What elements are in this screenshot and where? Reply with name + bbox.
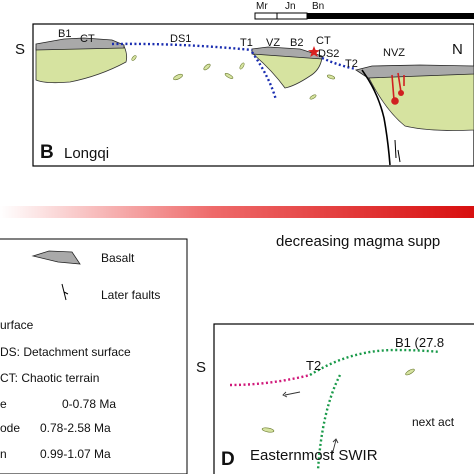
panel-d-note: next act xyxy=(412,415,455,429)
detachment-green-lower xyxy=(316,374,342,471)
legend-age-range-0: 0-0.78 Ma xyxy=(62,397,116,411)
panel-d-outcrops xyxy=(261,368,415,433)
label-t2: T2 xyxy=(345,58,358,70)
detachment-t1 xyxy=(251,51,278,101)
legend-basalt: Basalt xyxy=(101,251,135,265)
detachment-pink xyxy=(229,373,311,387)
gradient-caption: decreasing magma supp xyxy=(276,233,440,250)
legend-age-name-2: n xyxy=(0,447,7,461)
panel-d-letter: D xyxy=(221,449,235,470)
panel-d-b1: B1 (27.8 xyxy=(395,335,444,350)
basalt-cap-left xyxy=(35,37,125,51)
legend-frame xyxy=(0,238,188,474)
legend: Basalt Later faults urface DS: Detachmen… xyxy=(0,238,188,474)
label-ct-right: CT xyxy=(316,35,331,47)
seafloor-outcrops xyxy=(131,55,336,100)
legend-ct: CT: Chaotic terrain xyxy=(0,371,99,385)
legend-age-name-0: e xyxy=(0,397,7,411)
crust-block-left xyxy=(35,45,128,84)
label-ds2: DS2 xyxy=(318,48,339,60)
detachment-ds2 xyxy=(321,56,357,71)
timescale-mr: Mr xyxy=(256,1,268,12)
label-ds1: DS1 xyxy=(170,33,191,45)
legend-age-range-2: 0.99-1.07 Ma xyxy=(40,447,111,461)
movement-arrow-up-icon xyxy=(331,438,339,456)
magma-supply-gradient xyxy=(0,206,474,218)
timescale-bar: Mr Jn Bn xyxy=(254,1,474,20)
panel-d-title: Easternmost SWIR xyxy=(250,447,378,464)
panel-d: S T2 B1 (27.8 next act D Easternmost SWI… xyxy=(196,323,474,474)
legend-age-name-1: ode xyxy=(0,421,20,435)
legend-faults: Later faults xyxy=(101,288,160,302)
star-icon xyxy=(308,46,320,57)
label-b2: B2 xyxy=(290,37,303,49)
crust-block-center xyxy=(250,52,323,89)
panel-d-t2: T2 xyxy=(306,358,321,373)
fault-symbol-icon xyxy=(61,283,69,301)
timescale-bn: Bn xyxy=(312,1,324,12)
label-vz: VZ xyxy=(266,37,280,49)
label-t1: T1 xyxy=(240,37,253,49)
panel-b: S N B1 CT DS1 T1 VZ B2 CT DS2 T2 NVZ B L… xyxy=(15,23,474,167)
detachment-ds1 xyxy=(111,42,253,52)
legend-age-range-1: 0.78-2.58 Ma xyxy=(40,421,111,435)
basalt-swatch-icon xyxy=(31,250,81,265)
legend-ds: DS: Detachment surface xyxy=(0,345,131,359)
fault-arrow-icon xyxy=(394,139,401,163)
label-ct-left: CT xyxy=(80,33,95,45)
panel-d-south: S xyxy=(196,359,206,376)
panel-b-north: N xyxy=(452,41,463,58)
panel-b-south: S xyxy=(15,41,25,58)
panel-b-letter: B xyxy=(40,142,54,163)
legend-surface: urface xyxy=(0,318,34,332)
label-b1: B1 xyxy=(58,28,71,40)
movement-arrow-left-icon xyxy=(282,391,301,398)
label-nvz: NVZ xyxy=(383,47,405,59)
timescale-jn: Jn xyxy=(285,1,296,12)
panel-b-title: Longqi xyxy=(64,145,109,162)
panel-d-frame xyxy=(213,323,474,474)
fault-north xyxy=(361,69,391,166)
magma-dykes xyxy=(391,72,405,105)
